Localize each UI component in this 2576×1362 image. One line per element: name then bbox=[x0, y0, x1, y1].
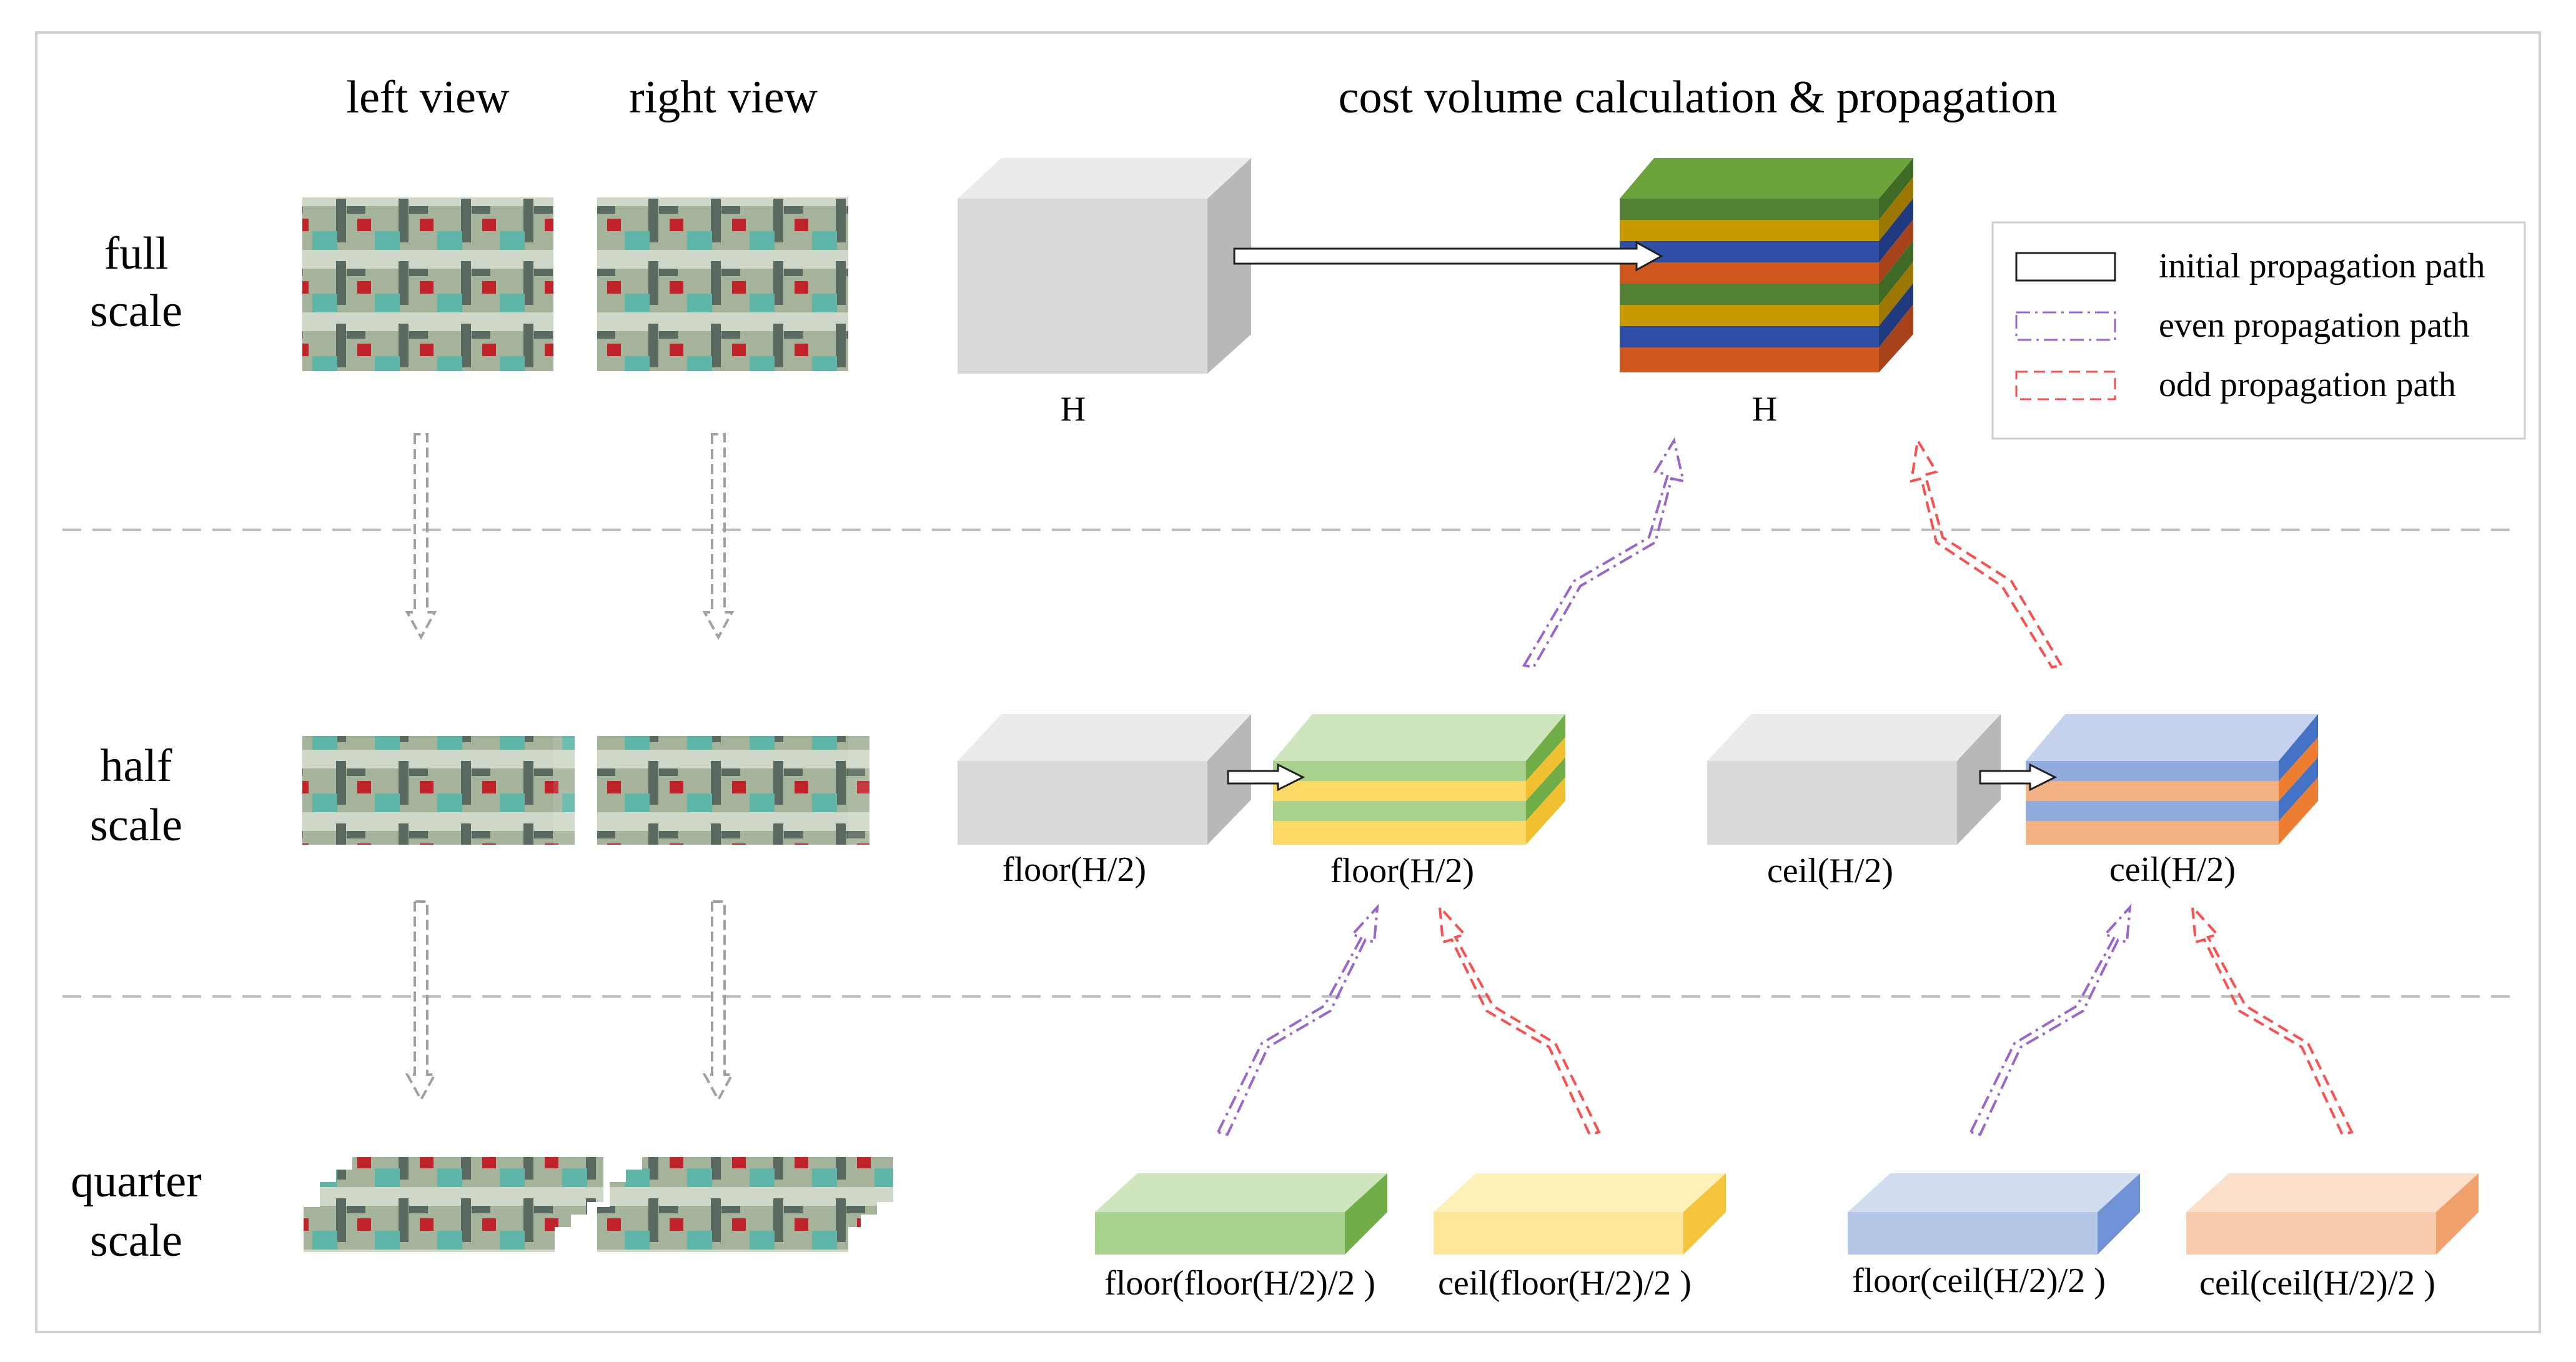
label-volume-half-ceil-cost: ceil(H/2) bbox=[2109, 850, 2236, 889]
volume-quarter-cf bbox=[1434, 1173, 1726, 1255]
scale-label-half-2: scale bbox=[90, 800, 182, 851]
scale-label-quarter-2: scale bbox=[90, 1215, 182, 1266]
label-volume-quarter-fc: floor(ceil(H/2)/2 ) bbox=[1852, 1261, 2106, 1300]
left-view-image-full bbox=[302, 197, 553, 371]
volume-half-ceil-cost bbox=[2026, 714, 2318, 845]
header-left-view: left view bbox=[347, 72, 510, 123]
scale-label-full-1: full bbox=[104, 228, 169, 279]
volume-half-ceil-raw bbox=[1707, 714, 2001, 845]
initial-arrow-half-ceil bbox=[1979, 763, 2058, 792]
legend-swatch-even bbox=[2015, 311, 2116, 341]
volume-half-floor-raw bbox=[958, 714, 1251, 845]
label-volume-quarter-ff: floor(floor(H/2)/2 ) bbox=[1104, 1264, 1375, 1303]
legend-swatch-odd bbox=[2015, 370, 2116, 400]
volume-half-floor-cost bbox=[1273, 714, 1565, 845]
header-cost-volume: cost volume calculation & propagation bbox=[1339, 72, 2058, 123]
volume-full-raw bbox=[958, 158, 1251, 374]
downsample-arrows bbox=[405, 433, 735, 1103]
volume-quarter-fc bbox=[1848, 1173, 2140, 1255]
label-volume-quarter-cf: ceil(floor(H/2)/2 ) bbox=[1438, 1264, 1692, 1303]
label-volume-half-floor-raw: floor(H/2) bbox=[1003, 850, 1146, 889]
legend-label-odd: odd propagation path bbox=[2159, 365, 2456, 404]
left-view-stack-quarter bbox=[304, 1157, 603, 1252]
volume-quarter-ff bbox=[1095, 1173, 1387, 1255]
right-view-image-half-back bbox=[618, 736, 869, 845]
right-view-stack-quarter bbox=[597, 1157, 893, 1252]
legend: initial propagation path even propagatio… bbox=[1991, 221, 2526, 440]
scale-label-full-2: scale bbox=[90, 286, 182, 337]
label-volume-half-floor-cost: floor(H/2) bbox=[1330, 852, 1474, 890]
legend-swatch-initial bbox=[2015, 252, 2116, 282]
label-volume-half-ceil-raw: ceil(H/2) bbox=[1767, 852, 1893, 890]
label-volume-full-raw: H bbox=[1061, 390, 1086, 429]
volume-full-cost bbox=[1620, 158, 1913, 372]
even-propagation-paths bbox=[1216, 437, 2132, 1136]
initial-arrow-half-floor bbox=[1227, 763, 1305, 792]
initial-arrow-full bbox=[1233, 241, 1664, 272]
odd-propagation-paths bbox=[1438, 437, 2354, 1136]
scale-label-half-1: half bbox=[100, 740, 172, 792]
scale-label-quarter-1: quarter bbox=[71, 1156, 202, 1207]
legend-label-initial: initial propagation path bbox=[2159, 247, 2485, 286]
legend-label-even: even propagation path bbox=[2159, 306, 2470, 345]
label-volume-full-cost: H bbox=[1752, 390, 1777, 429]
volume-quarter-cc bbox=[2186, 1173, 2479, 1255]
label-volume-quarter-cc: ceil(ceil(H/2)/2 ) bbox=[2199, 1264, 2435, 1303]
header-right-view: right view bbox=[629, 72, 818, 123]
right-view-image-full bbox=[597, 197, 848, 371]
left-view-image-half-back bbox=[324, 736, 575, 845]
diagram-frame bbox=[35, 31, 2541, 1333]
